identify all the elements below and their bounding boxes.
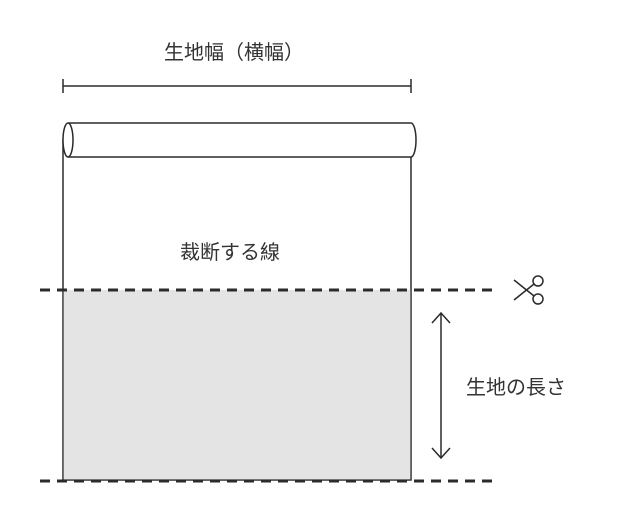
fabric-roll xyxy=(62,122,417,158)
cut-line-label: 裁断する線 xyxy=(180,240,280,264)
scissors-icon xyxy=(513,275,544,305)
cut-fabric-area xyxy=(63,290,411,480)
width-dimension xyxy=(62,79,412,93)
fabric-width-label: 生地幅（横幅） xyxy=(164,40,304,64)
roll-right-end xyxy=(410,122,417,158)
fabric-length-label: 生地の長さ xyxy=(466,375,566,399)
roll-left-end xyxy=(62,122,74,158)
length-arrow xyxy=(431,311,451,460)
